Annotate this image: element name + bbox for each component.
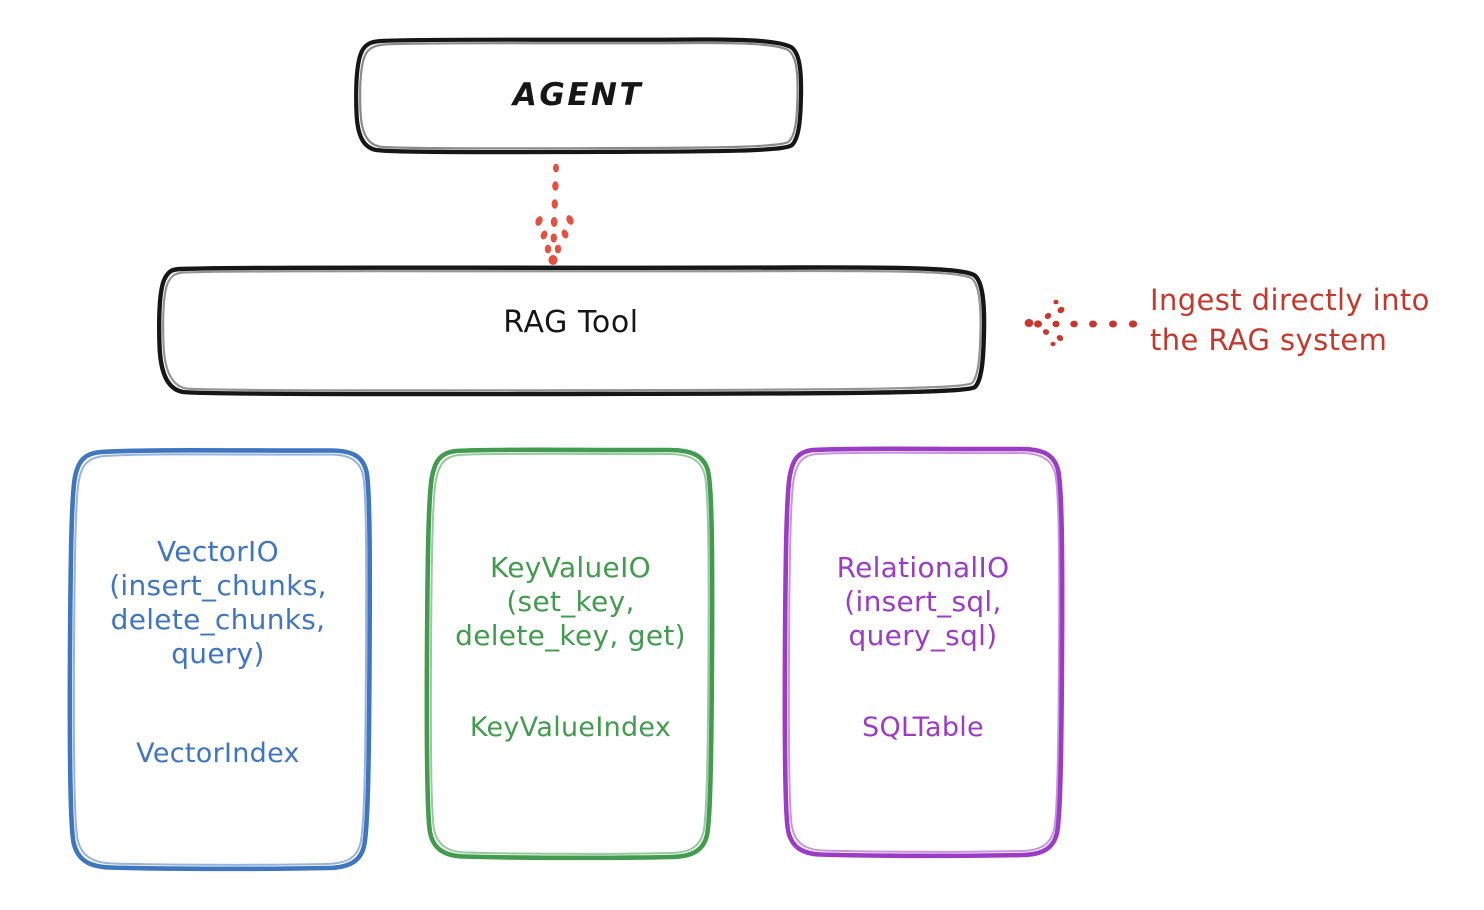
ingest-arrow [1024,299,1138,347]
relational-io-title: RelationalIO (insert_sql, query_sql) [836,551,1010,653]
vector-index-label: VectorIndex [136,738,300,769]
vector-io-box[interactable] [67,448,373,872]
agent-label: AGENT [512,77,644,113]
key-value-index-label: KeyValueIndex [469,712,672,743]
relational-io-box[interactable] [782,446,1065,859]
sql-table-label: SQLTable [862,712,984,743]
rag-tool-box[interactable] [156,265,987,397]
rag-tool-label: RAG Tool [503,305,639,340]
agent-box[interactable] [354,37,804,155]
vector-io-title: VectorIO (insert_chunks, delete_chunks, … [109,535,327,671]
ingest-annotation-text: Ingest directly into the RAG system [1150,283,1430,358]
key-value-io-title: KeyValueIO (set_key, delete_key, get) [455,551,686,653]
agent-to-rag-arrow [535,163,574,265]
key-value-io-box[interactable] [424,447,715,861]
